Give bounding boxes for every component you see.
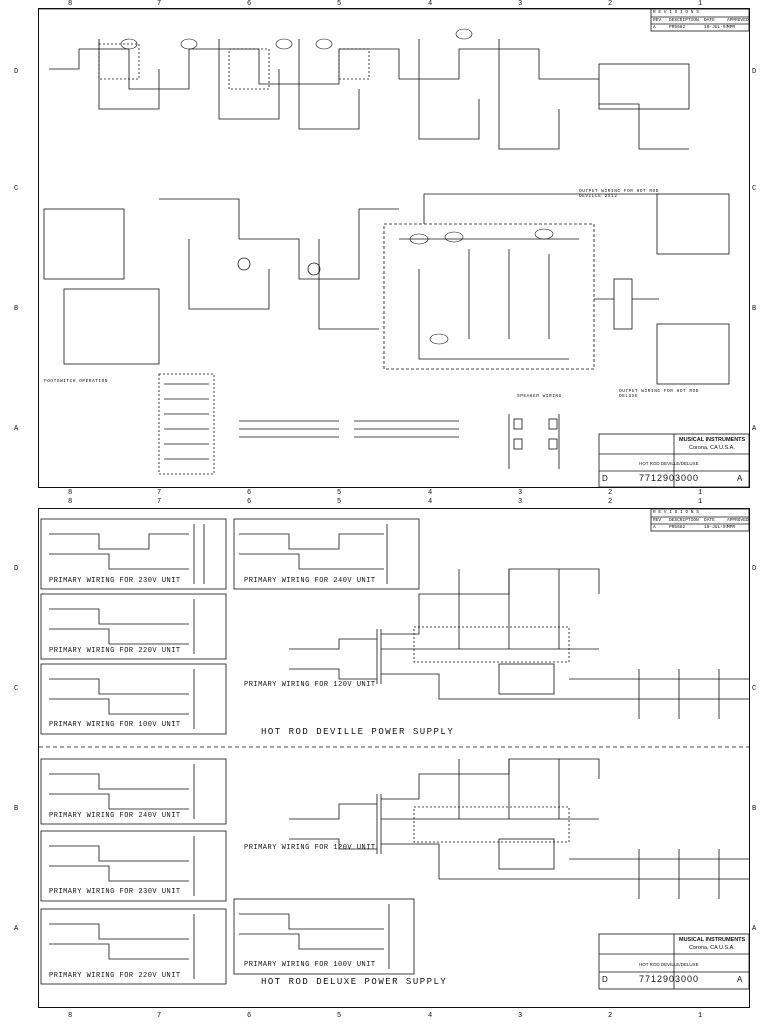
revisions-title: R E V I S I O N S [653, 10, 699, 15]
rev-row-rev: A [653, 25, 656, 30]
deluxe-power-supply-title: HOT ROD DELUXE POWER SUPPLY [261, 977, 448, 987]
rev2-row-rev: A [653, 525, 656, 530]
company-name-2: MUSICAL INSTRUMENTS [679, 937, 746, 943]
zone-label: 8 [68, 489, 73, 497]
zone-label: 2 [608, 0, 613, 8]
footswitch-title: FOOTSWITCH OPERATION [44, 379, 109, 384]
rev2-header-date: DATE [704, 518, 715, 523]
zone-label: 6 [247, 1012, 252, 1020]
zone-label: 6 [247, 489, 252, 497]
row-label: B [14, 805, 19, 813]
zone-label: 2 [608, 489, 613, 497]
zone-label: 7 [157, 489, 162, 497]
row-label: B [752, 805, 757, 813]
rev-header-date: DATE [704, 18, 715, 23]
zone-label: 2 [608, 1012, 613, 1020]
zone-label: 1 [698, 0, 703, 8]
row-label: C [14, 185, 19, 193]
sheet2-circuit-drawing [39, 509, 749, 990]
row-label: D [752, 68, 757, 76]
output-wiring-deluxe-note: OUTPUT WIRING FOR HOT ROD DELUXE [619, 389, 700, 399]
zone-label: 4 [428, 1012, 433, 1020]
zone-label: 7 [157, 1012, 162, 1020]
company-name: MUSICAL INSTRUMENTS [679, 437, 746, 443]
sheet-size-2: D [602, 975, 608, 984]
zone-label: 1 [698, 489, 703, 497]
document-title: HOT ROD DEVILLE/DELUXE [639, 461, 699, 466]
row-label: B [752, 305, 757, 313]
zone-label: 1 [698, 1012, 703, 1020]
zone-label: 5 [337, 489, 342, 497]
rev-header-approved: APPROVED [727, 18, 749, 23]
schematic-sheet-power-supply: R E V I S I O N S REV DESCRIPTION DATE A… [38, 508, 750, 1008]
zone-label: 3 [518, 498, 523, 506]
row-label: C [752, 185, 757, 193]
zone-label: 1 [698, 498, 703, 506]
row-label: C [14, 685, 19, 693]
primary-100-label-bottom: PRIMARY WIRING FOR 100V UNIT [244, 961, 376, 969]
speaker-wiring-title: SPEAKER WIRING [517, 394, 562, 399]
output-wiring-deville-note: OUTPUT WIRING FOR HOT ROD DEVILLE 2X12 [579, 189, 660, 199]
zone-label: 8 [68, 0, 73, 8]
row-label: C [752, 685, 757, 693]
zone-label: 6 [247, 0, 252, 8]
zone-label: 2 [608, 498, 613, 506]
zone-label: 8 [68, 498, 73, 506]
zone-label: 8 [68, 1012, 73, 1020]
zone-label: 3 [518, 489, 523, 497]
rev2-row-approved: MPR [727, 525, 736, 530]
revisions-title-2: R E V I S I O N S [653, 510, 699, 515]
rev2-header-description: DESCRIPTION [669, 518, 699, 523]
zone-label: 5 [337, 498, 342, 506]
zone-label: 6 [247, 498, 252, 506]
row-label: A [752, 425, 757, 433]
row-label: D [14, 68, 19, 76]
document-title-2: HOT ROD DEVILLE/DELUXE [639, 962, 699, 967]
rev-header-description: DESCRIPTION [669, 18, 699, 23]
zone-label: 7 [157, 498, 162, 506]
zone-label: 5 [337, 1012, 342, 1020]
row-label: D [752, 565, 757, 573]
rev-header-rev: REV [653, 18, 662, 23]
drawing-rev: A [737, 474, 743, 483]
company-location-2: Corona, CA U.S.A. [689, 945, 735, 951]
schematic-sheet-preamp-power-amp: R E V I S I O N S REV DESCRIPTION DATE A… [38, 8, 750, 488]
zone-label: 7 [157, 0, 162, 8]
primary-230-label-bottom: PRIMARY WIRING FOR 230V UNIT [49, 888, 181, 896]
sheet1-circuit-drawing [39, 9, 749, 487]
rev-row-date: 10-JUL-97 [704, 25, 729, 30]
primary-100-label-top: PRIMARY WIRING FOR 100V UNIT [49, 721, 181, 729]
zone-label: 4 [428, 489, 433, 497]
row-label: A [14, 425, 19, 433]
primary-220-label-bottom: PRIMARY WIRING FOR 220V UNIT [49, 972, 181, 980]
primary-240-label-bottom: PRIMARY WIRING FOR 240V UNIT [49, 812, 181, 820]
rev2-header-rev: REV [653, 518, 662, 523]
company-location: Corona, CA U.S.A. [689, 445, 735, 451]
rev-row-approved: MPR [727, 25, 736, 30]
zone-label: 5 [337, 0, 342, 8]
row-label: D [14, 565, 19, 573]
primary-220-label-top: PRIMARY WIRING FOR 220V UNIT [49, 647, 181, 655]
row-label: B [14, 305, 19, 313]
primary-120-label-bottom: PRIMARY WIRING FOR 120V UNIT [244, 844, 376, 852]
zone-label: 4 [428, 498, 433, 506]
drawing-number-2: 7712903000 [639, 974, 700, 984]
drawing-rev-2: A [737, 975, 743, 984]
primary-240-label-top: PRIMARY WIRING FOR 240V UNIT [244, 577, 376, 585]
primary-120-label-top: PRIMARY WIRING FOR 120V UNIT [244, 681, 376, 689]
deville-power-supply-title: HOT ROD DEVILLE POWER SUPPLY [261, 727, 455, 737]
row-label: A [752, 925, 757, 933]
zone-label: 3 [518, 1012, 523, 1020]
row-label: A [14, 925, 19, 933]
sheet-size: D [602, 474, 608, 483]
rev2-row-description: PR5682 [669, 525, 686, 530]
rev2-header-approved: APPROVED [727, 518, 749, 523]
rev-row-description: PR5682 [669, 25, 686, 30]
zone-label: 3 [518, 0, 523, 8]
primary-230-label-top: PRIMARY WIRING FOR 230V UNIT [49, 577, 181, 585]
rev2-row-date: 10-JUL-97 [704, 525, 729, 530]
drawing-number: 7712903000 [639, 473, 700, 483]
zone-label: 4 [428, 0, 433, 8]
